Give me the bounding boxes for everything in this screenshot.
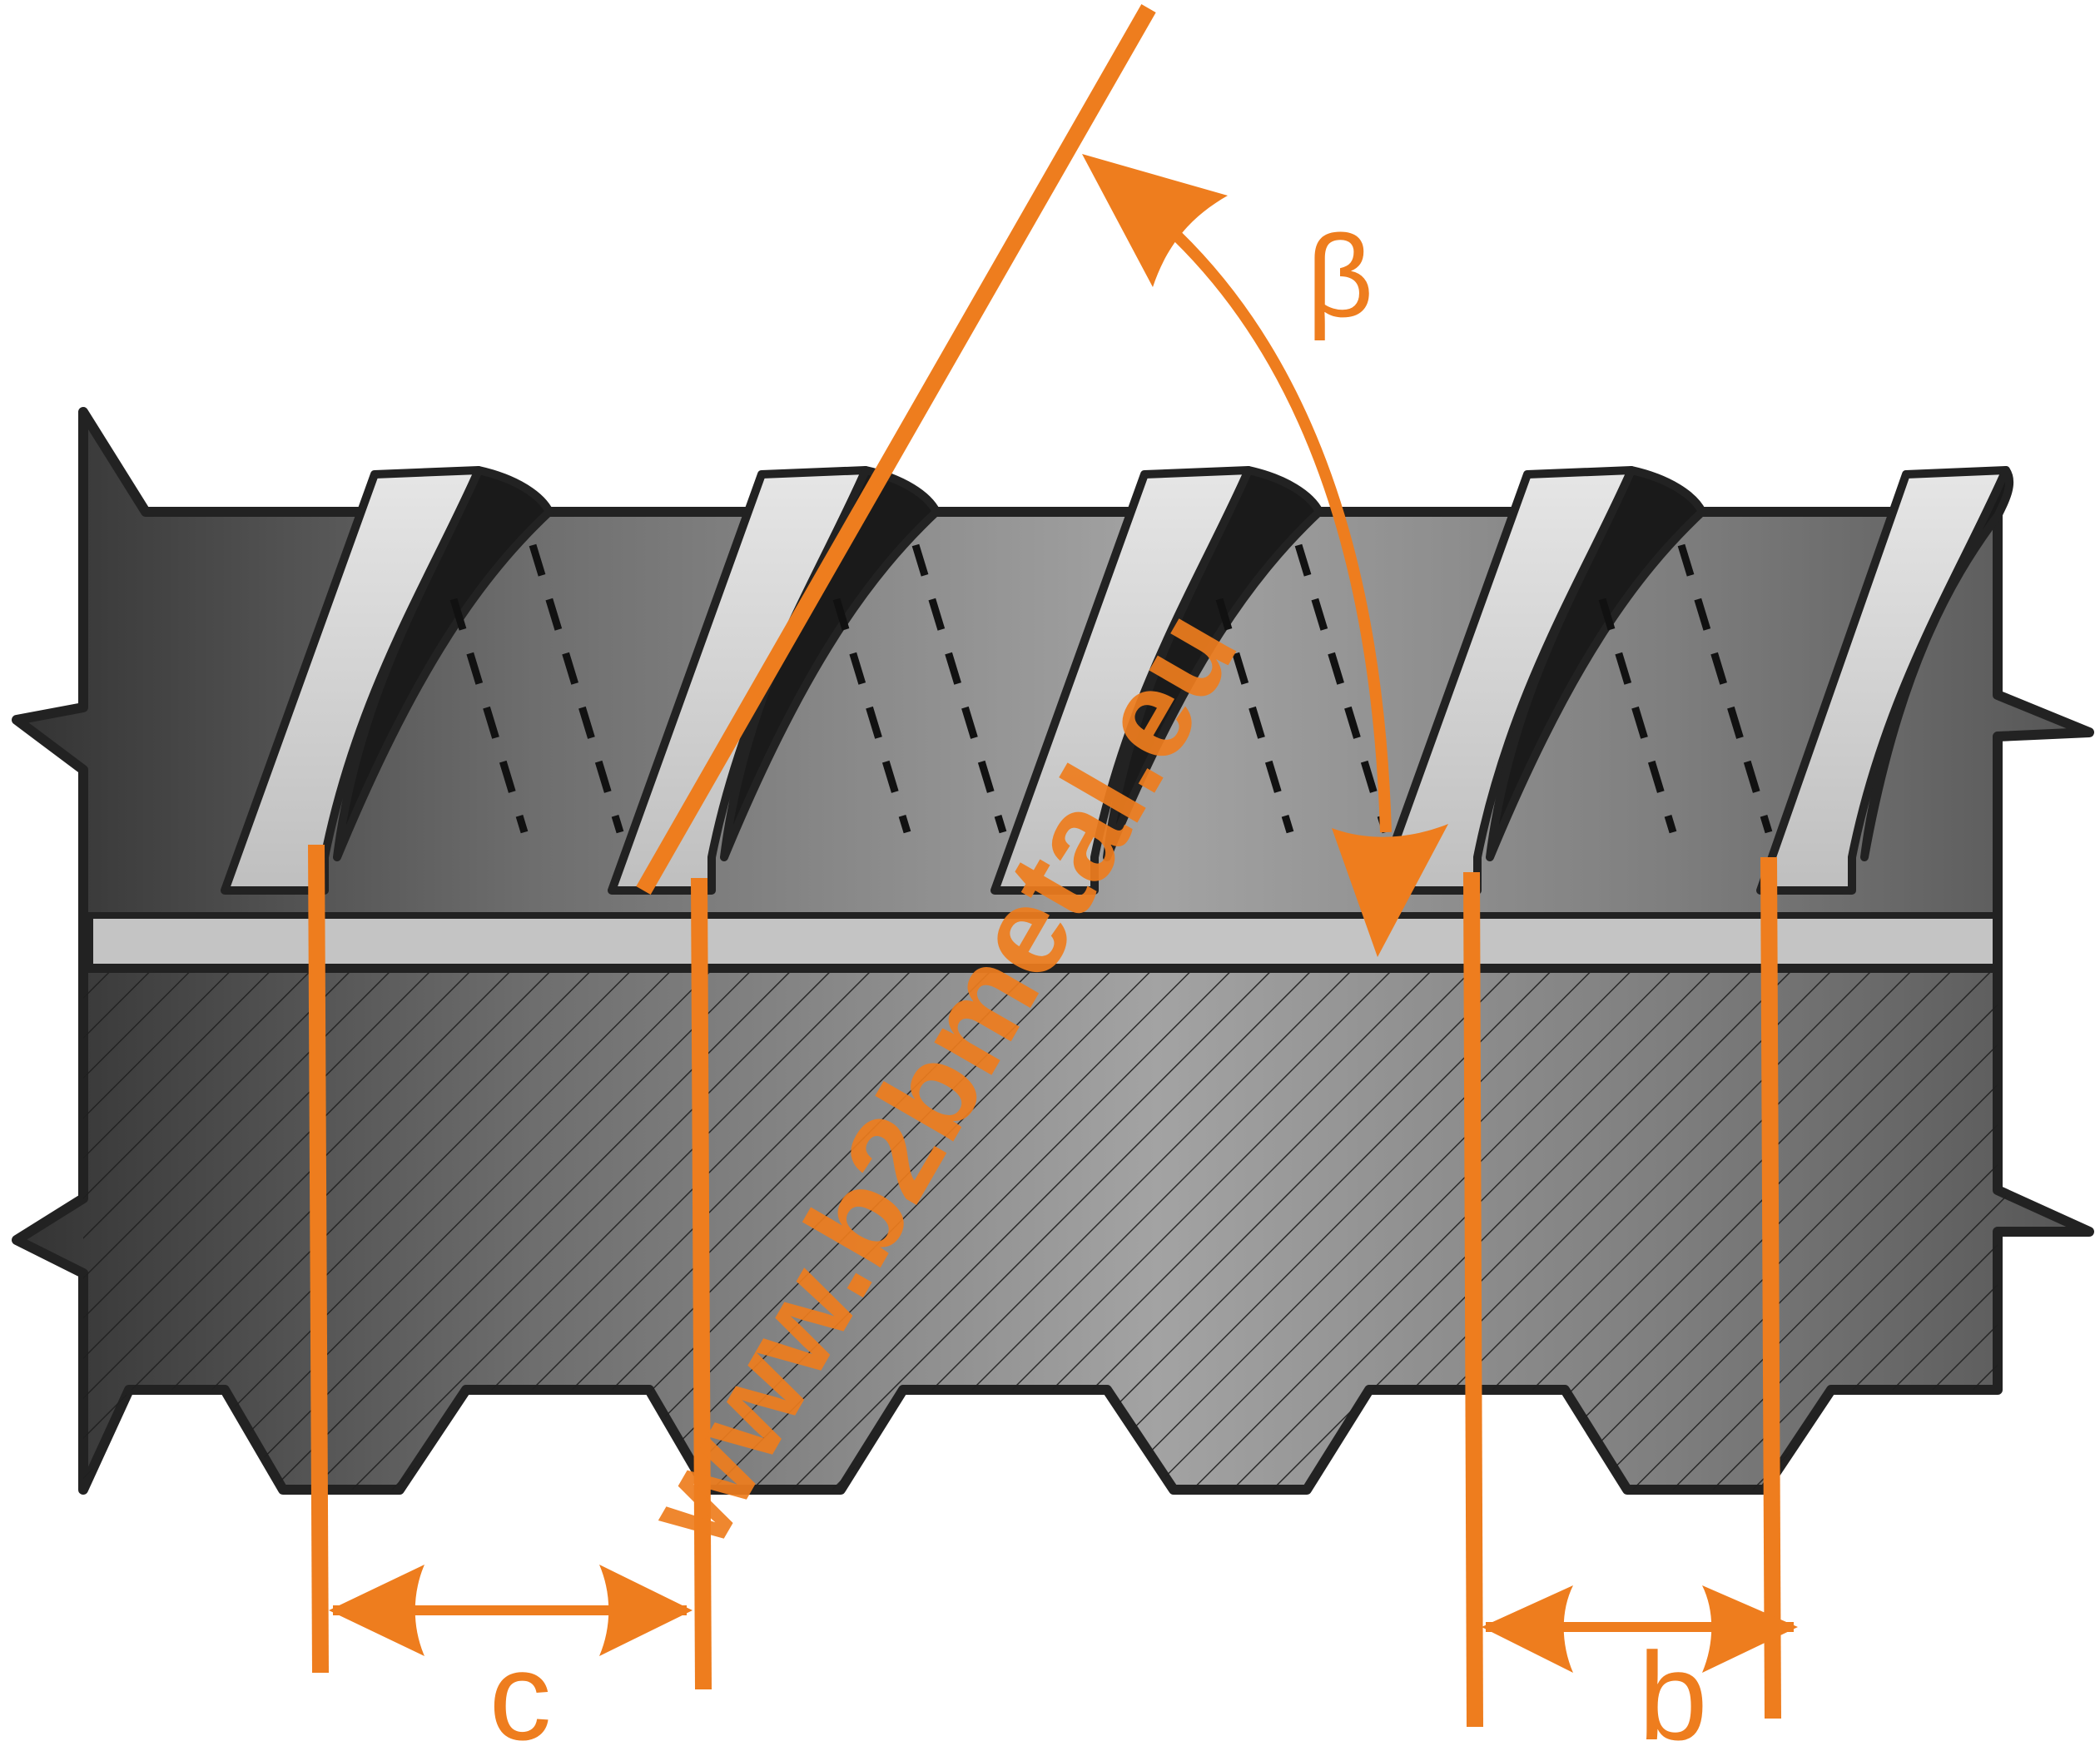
beta-label: β: [1307, 211, 1374, 341]
beta-arc: [1161, 220, 1392, 833]
b-label: b: [1638, 1626, 1707, 1746]
rib-3-shadow: [1103, 466, 1323, 861]
hatched-section: [83, 965, 2006, 1490]
beta-arrowhead-top: [1082, 154, 1228, 287]
b-right-extension: [1760, 856, 1781, 1719]
rib-5-shadow: [1860, 466, 2014, 861]
beta-arrowhead-bottom: [1332, 824, 1448, 957]
c-arrow-left: [329, 1565, 424, 1656]
b-left-extension: [1463, 871, 1483, 1728]
hidden-rib-lines: [449, 543, 1773, 834]
transverse-ribs: [221, 466, 2014, 895]
c-right-extension: [691, 877, 712, 1690]
rib-4-shadow: [1486, 466, 1706, 861]
longitudinal-rib: [87, 912, 1999, 970]
b-arrow-right: [1702, 1585, 1798, 1673]
dimension-lines: [308, 4, 1781, 1728]
rib-axis-line: [636, 4, 1156, 895]
c-left-extension: [308, 844, 329, 1674]
c-arrow-right: [599, 1565, 693, 1656]
b-arrow-left: [1482, 1585, 1573, 1673]
rib-1-shadow: [333, 466, 554, 861]
c-label: c: [489, 1626, 552, 1746]
